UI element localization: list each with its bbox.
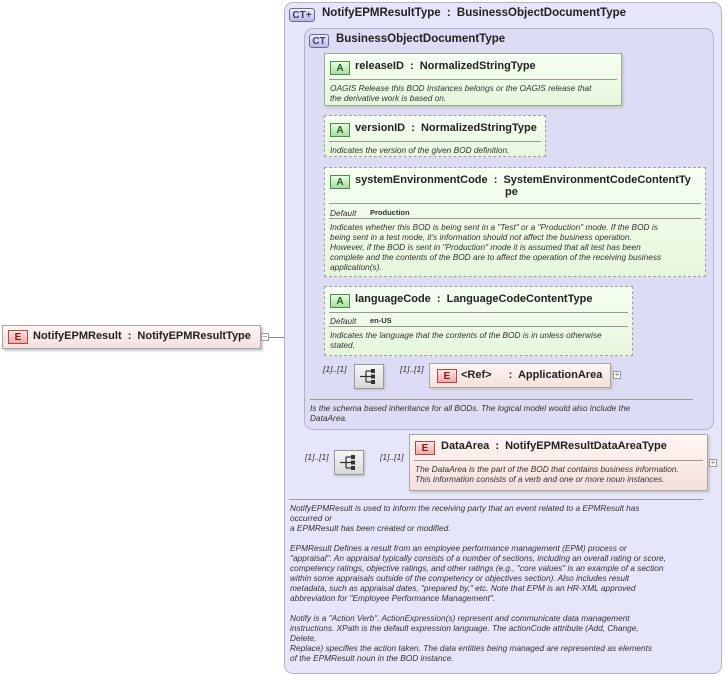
element-type: NotifyEPMResultDataAreaType <box>505 440 667 452</box>
expand-plus-icon[interactable]: + <box>709 458 717 467</box>
attribute-doc: Indicates whether this BOD is being sent… <box>330 222 662 272</box>
default-value: Production <box>370 208 410 217</box>
attribute-language-code[interactable]: A languageCode : LanguageCodeContentType… <box>324 286 633 356</box>
root-element-box[interactable]: E NotifyEPMResult : NotifyEPMResultType <box>2 325 261 349</box>
attribute-release-id[interactable]: A releaseID : NormalizedStringType OAGIS… <box>324 53 622 106</box>
connector-root <box>268 337 294 338</box>
attribute-type: NormalizedStringType <box>420 122 537 134</box>
element-doc: The DataArea is the part of the BOD that… <box>415 464 679 484</box>
element-badge: E <box>415 441 435 455</box>
element-label: <Ref> : ApplicationArea <box>461 369 602 381</box>
complex-type-badge: CT+ <box>289 8 315 22</box>
base-type-badge: CT <box>309 34 329 48</box>
main-documentation: NotifyEPMResult is used to inform the re… <box>290 503 666 663</box>
attribute-badge: A <box>330 175 350 189</box>
base-type-doc: Is the schema based inheritance for all … <box>310 403 631 423</box>
default-label: Default <box>330 316 357 326</box>
element-badge: E <box>437 369 457 383</box>
element-name: DataArea <box>441 440 490 452</box>
sequence-compositor-icon[interactable] <box>334 450 364 475</box>
type-separator: : <box>493 174 498 186</box>
attribute-label: versionID : NormalizedStringType <box>355 122 537 134</box>
attribute-badge: A <box>330 294 350 308</box>
application-area-element[interactable]: E <Ref> : ApplicationArea <box>429 363 611 388</box>
attribute-version-id[interactable]: A versionID : NormalizedStringType Indic… <box>324 115 546 157</box>
base-type-title: BusinessObjectDocumentType <box>336 33 506 45</box>
attribute-badge: A <box>330 61 350 75</box>
element-separator <box>414 460 703 461</box>
attribute-separator <box>329 79 617 80</box>
base-type-doc-separator <box>310 399 693 400</box>
root-element-label: NotifyEPMResult : NotifyEPMResultType <box>33 330 251 342</box>
root-element-type: NotifyEPMResultType <box>137 330 251 342</box>
type-separator: : <box>508 369 513 381</box>
attribute-label: releaseID : NormalizedStringType <box>355 60 536 72</box>
attribute-separator <box>329 218 701 219</box>
attribute-label: systemEnvironmentCode : SystemEnvironmen… <box>355 174 691 186</box>
type-separator: : <box>436 293 441 305</box>
collapse-minus-icon[interactable]: − <box>261 332 269 341</box>
ct-plus-icon: + <box>305 10 312 21</box>
attribute-name: systemEnvironmentCode <box>355 174 488 186</box>
attribute-system-environment-code[interactable]: A systemEnvironmentCode : SystemEnvironm… <box>324 167 706 277</box>
element-label: DataArea : NotifyEPMResultDataAreaType <box>441 440 667 452</box>
ref-tag: <Ref> <box>461 369 492 381</box>
type-separator: : <box>495 440 500 452</box>
default-label: Default <box>330 208 357 218</box>
type-separator: : <box>446 7 451 19</box>
attribute-type: LanguageCodeContentType <box>446 293 593 305</box>
sequence-multiplicity: [1]..[1] <box>305 452 329 462</box>
sequence-compositor-icon[interactable] <box>354 364 384 389</box>
sequence-glyph <box>340 455 355 470</box>
attribute-type-continued: pe <box>505 186 518 198</box>
attribute-type: NormalizedStringType <box>419 60 536 72</box>
expand-plus-icon[interactable]: + <box>613 370 621 379</box>
attribute-name: releaseID <box>355 60 404 72</box>
complex-type-base: BusinessObjectDocumentType <box>456 7 627 19</box>
element-multiplicity: [1]..[1] <box>380 452 404 462</box>
attribute-doc: Indicates the language that the contents… <box>330 330 602 350</box>
attribute-separator <box>329 141 541 142</box>
sequence-multiplicity: [1]..[1] <box>323 364 347 374</box>
attribute-doc: Indicates the version of the given BOD d… <box>330 145 510 155</box>
attribute-separator <box>329 203 701 204</box>
main-doc-separator <box>289 499 703 500</box>
element-name: ApplicationArea <box>517 369 603 381</box>
attribute-type: SystemEnvironmentCodeContentTy <box>503 174 691 186</box>
element-multiplicity: [1]..[1] <box>400 364 424 374</box>
attribute-badge: A <box>330 123 350 137</box>
attribute-doc: OAGIS Release this BOD Instances belongs… <box>330 83 592 103</box>
sequence-glyph <box>360 369 375 384</box>
attribute-label: languageCode : LanguageCodeContentType <box>355 293 592 305</box>
type-separator: : <box>410 60 414 72</box>
complex-type-name: NotifyEPMResultType <box>322 7 441 19</box>
attribute-separator <box>329 312 628 313</box>
attribute-name: languageCode <box>355 293 431 305</box>
data-area-element[interactable]: E DataArea : NotifyEPMResultDataAreaType… <box>409 434 708 491</box>
type-separator: : <box>127 330 132 342</box>
attribute-name: versionID <box>355 122 406 134</box>
element-badge: E <box>8 330 28 344</box>
complex-type-title: NotifyEPMResultType : BusinessObjectDocu… <box>322 7 626 19</box>
attribute-separator <box>329 326 628 327</box>
type-separator: : <box>411 122 415 134</box>
root-element-name: NotifyEPMResult <box>33 330 122 342</box>
default-value: en-US <box>370 316 392 325</box>
